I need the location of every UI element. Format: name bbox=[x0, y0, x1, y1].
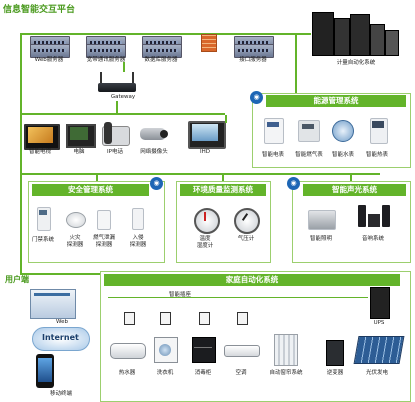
pv-generation-label: 光伏发电 bbox=[365, 370, 388, 376]
gateway-label: Gateway bbox=[110, 94, 136, 100]
server-bus-line bbox=[20, 33, 295, 35]
intrusion-detector-label: 入侵 探测器 bbox=[129, 235, 147, 248]
user-end-title: 用户端 bbox=[5, 275, 29, 284]
thermo-hygrometer-label: 温度 湿度计 bbox=[196, 236, 214, 249]
acoustic-drop bbox=[350, 173, 352, 181]
socket-icon bbox=[237, 312, 248, 325]
socket-icon bbox=[199, 312, 210, 325]
inverter-label: 逆变器 bbox=[326, 370, 344, 376]
smart-heat-meter-label: 智能热表 bbox=[365, 152, 388, 158]
curtain-system-label: 自动窗帘系统 bbox=[269, 370, 303, 376]
web-server-label: Web服务器 bbox=[34, 57, 64, 63]
disinfection-cabinet-label: 消毒柜 bbox=[194, 370, 212, 376]
systems-hline bbox=[20, 173, 380, 175]
smart-tv-label: 智能电视 bbox=[28, 149, 51, 155]
meter-link-line bbox=[295, 33, 311, 35]
air-conditioner-label: 空调 bbox=[235, 370, 247, 376]
internet-label: Internet bbox=[42, 333, 79, 342]
water-heater-label: 热水器 bbox=[118, 370, 136, 376]
energy-link-line bbox=[295, 35, 297, 93]
smart-socket-label: 智能插座 bbox=[168, 292, 191, 298]
wireless-icon: ◉ bbox=[150, 177, 163, 190]
socket-icon bbox=[124, 312, 135, 325]
energy-title: 能源管理系统 bbox=[266, 95, 406, 107]
socket-bus-line bbox=[108, 297, 368, 298]
security-drop bbox=[96, 173, 98, 181]
web-label: Web bbox=[56, 319, 68, 325]
computer-label: 电脑 bbox=[73, 149, 85, 155]
access-control-label: 门禁系统 bbox=[31, 237, 54, 243]
network-camera-label: 网络摄像头 bbox=[140, 149, 168, 155]
wireless-icon: ◉ bbox=[250, 91, 263, 104]
security-title: 安全管理系统 bbox=[32, 184, 149, 196]
gas-leak-detector-label: 燃气泄漏 探测器 bbox=[92, 235, 115, 248]
gateway-hline bbox=[20, 113, 225, 115]
environment-drop bbox=[222, 173, 224, 181]
fire-detector-label: 火灾 探测器 bbox=[66, 235, 84, 248]
database-server-label: 数据库服务器 bbox=[144, 57, 178, 63]
home-trunk-line bbox=[20, 273, 100, 275]
smart-meter-label: 智能电表 bbox=[261, 152, 284, 158]
barometer-label: 气压计 bbox=[237, 236, 255, 242]
platform-title: 信息智能交互平台 bbox=[3, 5, 76, 15]
washing-machine-label: 洗衣机 bbox=[156, 370, 174, 376]
socket-icon bbox=[160, 312, 171, 325]
metering-system-label: 计量自动化系统 bbox=[336, 60, 376, 66]
ip-phone-label: IP电话 bbox=[107, 149, 123, 155]
devices-right-line bbox=[225, 115, 227, 123]
wireless-icon: ◉ bbox=[287, 177, 300, 190]
main-trunk-line bbox=[20, 33, 22, 273]
environment-title: 环境质量监测系统 bbox=[180, 184, 266, 196]
smart-gas-meter-label: 智能燃气表 bbox=[295, 152, 323, 158]
smart-lighting-label: 智能照明 bbox=[309, 236, 332, 242]
ups-label: UPS bbox=[373, 320, 385, 326]
acoustic-title: 智能声光系统 bbox=[303, 184, 406, 196]
audio-system-label: 音响系统 bbox=[361, 236, 384, 242]
smart-water-meter-label: 智能水表 bbox=[331, 152, 354, 158]
mobile-label: 移动终端 bbox=[49, 391, 72, 397]
interface-server-label: 接口服务器 bbox=[239, 57, 267, 63]
broadband-server-label: 宽带通讯服务器 bbox=[86, 57, 126, 63]
bus-to-gateway-line bbox=[123, 62, 125, 72]
home-title: 家庭自动化系统 bbox=[104, 274, 400, 286]
gateway-down-line bbox=[116, 101, 118, 113]
firewall-icon bbox=[201, 34, 217, 52]
ihd-label: IHD bbox=[200, 149, 210, 155]
